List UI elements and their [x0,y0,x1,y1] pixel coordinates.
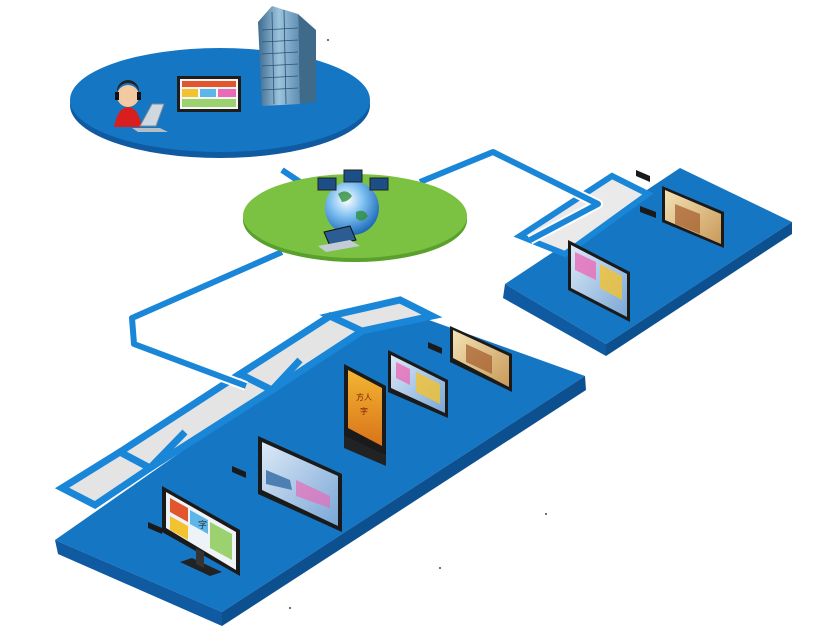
kiosk-text-line1: 方人 [356,392,372,402]
display-scroll-screen [662,186,724,248]
operator-avatar-icon [114,80,142,127]
control-center-node [70,6,370,158]
right-platform-displays [568,170,724,322]
main-platform-displays: 字 方人 字 [148,326,512,576]
office-building-icon [258,6,316,106]
display-menu-screen-main [388,350,448,418]
network-cables [127,147,603,391]
right-platform [503,168,792,356]
media-player-box-icon [636,170,656,218]
display-tv-front: 字 [162,486,240,576]
tv-front-label: 字 [198,519,207,531]
floor-cable-channel [54,296,443,510]
display-scroll-screen-main [450,326,512,392]
display-city-screen [258,436,342,532]
display-menu-screen [568,240,630,322]
client-monitor-icon [317,169,389,191]
display-kiosk: 方人 字 [344,364,386,466]
globe-icon [325,181,379,235]
kiosk-text-line2: 字 [360,406,368,416]
laptop-icon [132,103,168,132]
cloud-laptop-icon [318,225,360,252]
control-monitor-icon [177,76,241,112]
internet-cloud-node [243,169,467,262]
dust-marks [289,39,547,609]
media-player-box-icon-main [148,342,442,534]
